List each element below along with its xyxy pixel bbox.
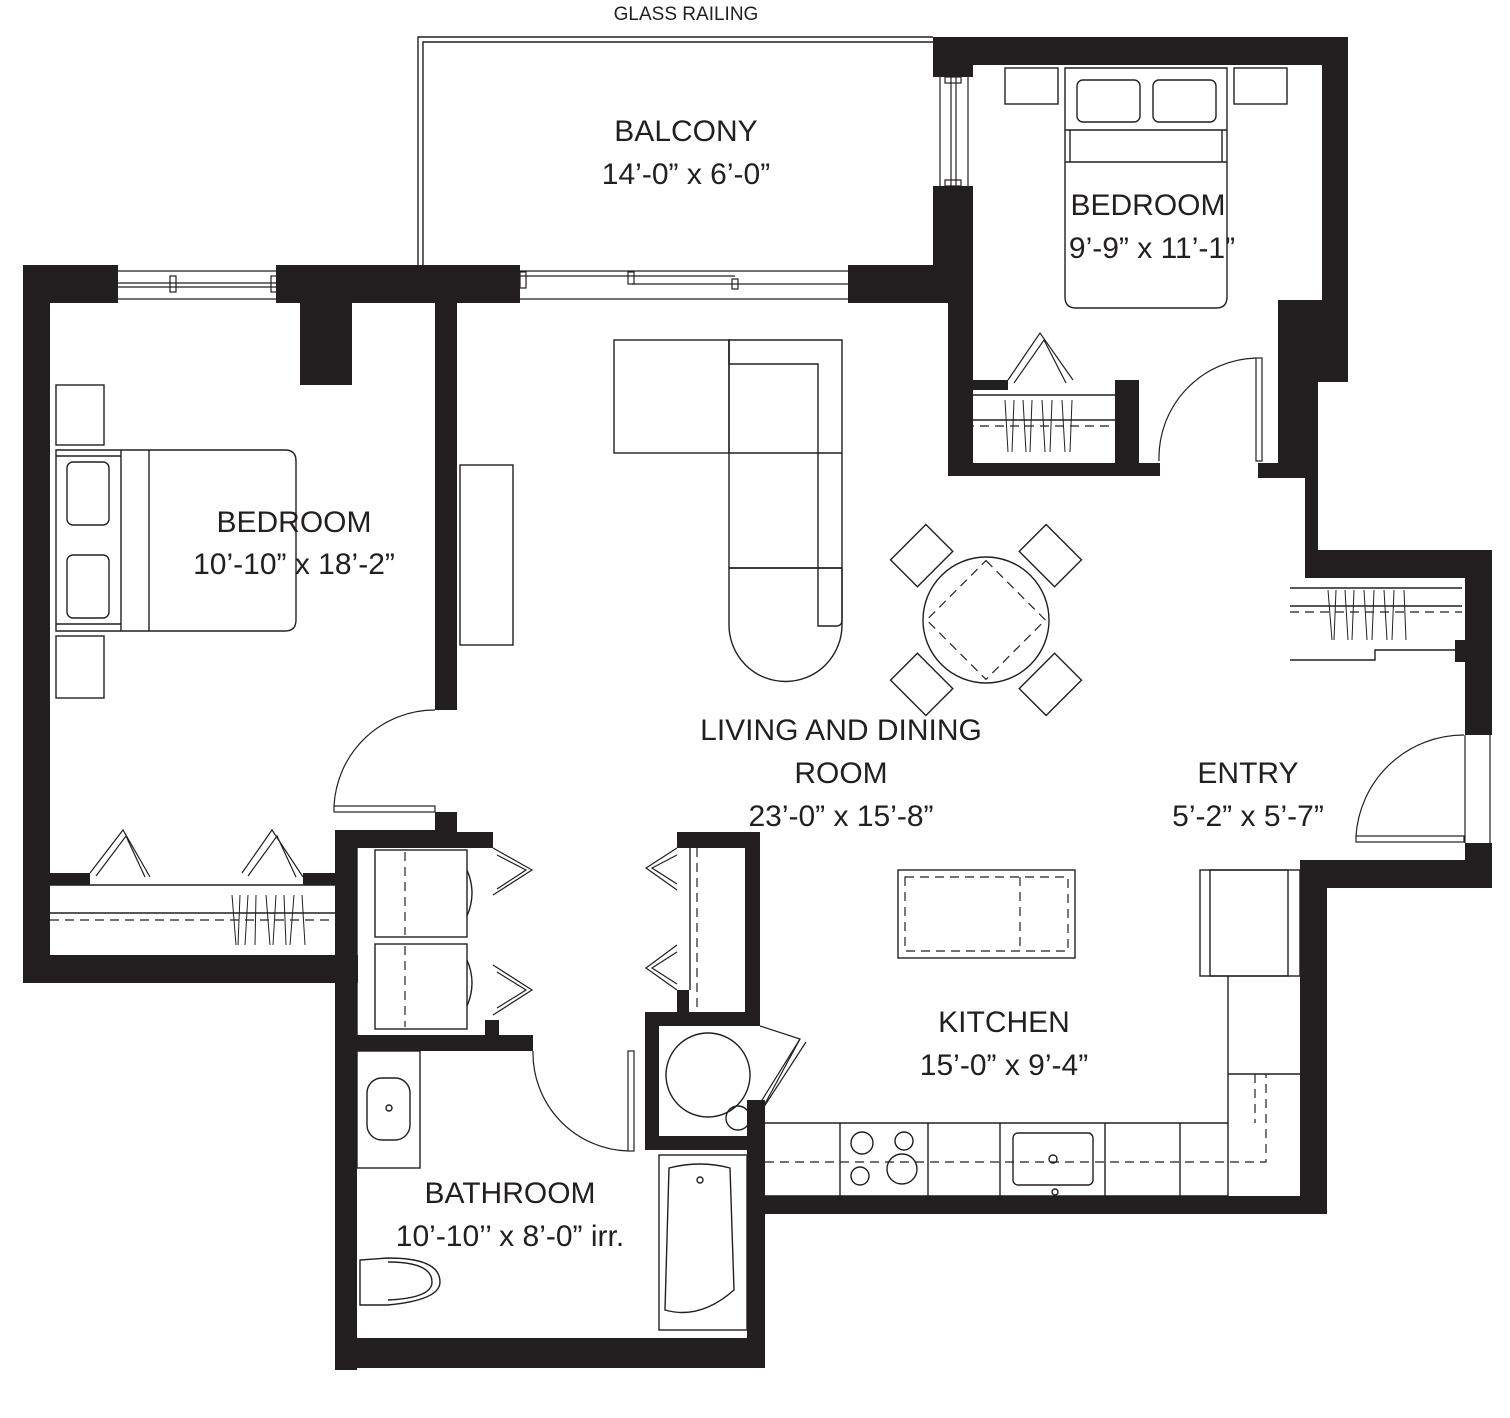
kitchen-size: 15’-0” x 9’-4” <box>920 1049 1088 1082</box>
large-bedroom-size: 10’-10” x 18’-2” <box>193 548 395 581</box>
entry-label: ENTRY <box>1197 757 1298 790</box>
dining-table <box>889 523 1083 717</box>
glass-railing-label: GLASS RAILING <box>614 4 759 25</box>
walls <box>23 37 1492 1370</box>
sectional-sofa <box>613 339 843 683</box>
small-bedroom-size: 9’-9” x 11’-1” <box>1069 232 1235 265</box>
closets <box>50 394 1462 1012</box>
large-bedroom-label: BEDROOM <box>216 506 371 539</box>
small-bedroom-label: BEDROOM <box>1070 189 1225 222</box>
entry-size: 5’-2” x 5’-7” <box>1172 800 1324 833</box>
doors <box>89 331 1465 1152</box>
living-dining-label-line1: LIVING AND DINING <box>700 714 982 747</box>
small-bedroom-furniture <box>1004 67 1288 309</box>
bathroom-fixtures <box>356 1050 748 1331</box>
bathroom-size: 10’-10’’ x 8’-0” irr. <box>396 1220 624 1253</box>
labels: GLASS RAILING BALCONY 14’-0” x 6’-0” BED… <box>193 4 1324 1253</box>
kitchen-fixtures <box>665 869 1301 1197</box>
laundry <box>356 848 473 1035</box>
living-dining-size: 23’-0” x 15’-8” <box>748 800 933 833</box>
large-bedroom-furniture <box>55 384 514 699</box>
living-dining-label-line2: ROOM <box>794 757 887 790</box>
bathroom-label: BATHROOM <box>424 1177 595 1210</box>
balcony-size: 14’-0” x 6’-0” <box>602 158 770 191</box>
kitchen-label: KITCHEN <box>938 1006 1070 1039</box>
balcony-area <box>417 36 933 265</box>
windows <box>118 76 1491 843</box>
balcony-label: BALCONY <box>614 115 757 148</box>
